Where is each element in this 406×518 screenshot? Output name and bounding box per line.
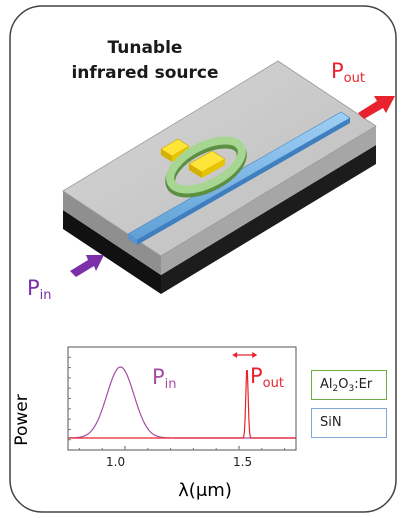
p-in-sub: in bbox=[39, 288, 52, 303]
chart-p-in-sub: in bbox=[164, 377, 177, 392]
sin-waveguide bbox=[127, 111, 351, 245]
title-line-2: infrared source bbox=[71, 63, 219, 83]
p-out-label: Pout bbox=[331, 59, 365, 86]
legend-al: Al bbox=[320, 377, 333, 392]
p-in-label: Pin bbox=[27, 276, 52, 303]
legend-al-sub: 2 bbox=[332, 384, 339, 394]
chart-p-out-base: P bbox=[250, 364, 263, 388]
output-arrow bbox=[358, 96, 395, 119]
legend-sin: SiN bbox=[311, 408, 387, 438]
legend-er: :Er bbox=[354, 377, 373, 392]
input-arrow bbox=[70, 255, 104, 277]
tuning-arrow-head bbox=[252, 352, 258, 358]
chart-p-out-label: Pout bbox=[250, 364, 284, 391]
legend-al2o3-er: Al2O3:Er bbox=[311, 370, 387, 400]
chart-p-in-base: P bbox=[152, 365, 165, 389]
legend-sin-label: SiN bbox=[320, 415, 342, 430]
p-in-base: P bbox=[27, 276, 40, 300]
tuning-arrow-head bbox=[232, 352, 238, 358]
x-axis-label: λ(μm) bbox=[178, 480, 232, 501]
chart-p-in-label: Pin bbox=[152, 365, 177, 392]
p-out-base: P bbox=[331, 59, 344, 83]
title-line-1: Tunable bbox=[107, 38, 183, 58]
al2o3-ring-resonator bbox=[165, 136, 247, 198]
x-tick-label-1-0: 1.0 bbox=[106, 455, 126, 469]
p-out-sub: out bbox=[343, 71, 365, 86]
legend-o: O bbox=[338, 377, 349, 392]
substrate-layer bbox=[63, 145, 376, 294]
figure-title: Tunable infrared source bbox=[60, 36, 230, 86]
heater-pads bbox=[160, 138, 226, 178]
plot-frame bbox=[67, 346, 297, 451]
y-axis-label: Power bbox=[12, 394, 32, 446]
legend-o-sub: 3 bbox=[348, 384, 355, 394]
chart-p-out-sub: out bbox=[262, 376, 284, 391]
series-line-pout bbox=[68, 370, 296, 439]
x-tick-label-1-5: 1.5 bbox=[233, 455, 253, 469]
